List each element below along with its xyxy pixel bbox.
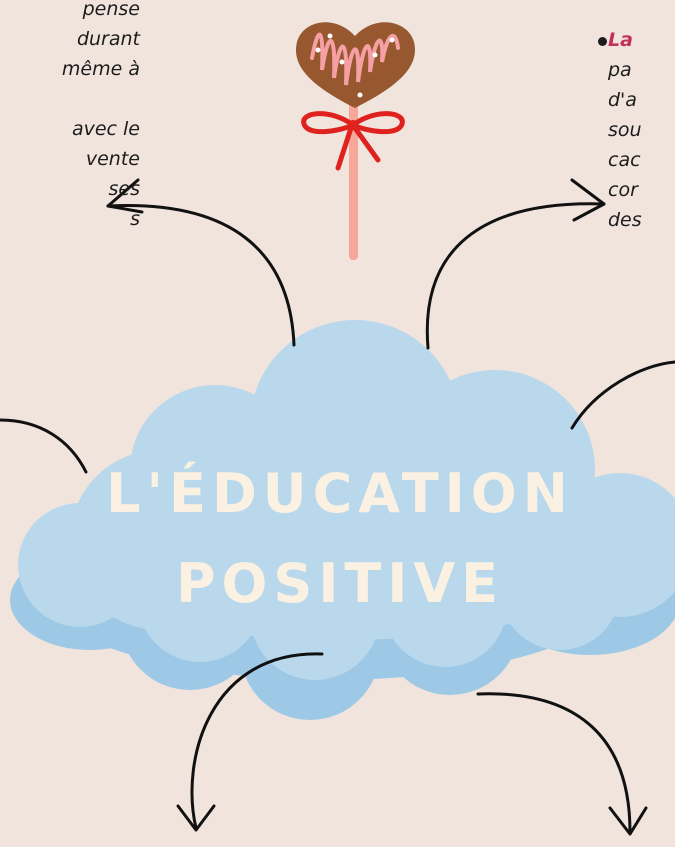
bullet-dot	[598, 37, 607, 46]
left-text-line: ses	[108, 178, 141, 200]
right-text-line: sou	[608, 119, 642, 141]
lollipop-icing	[310, 32, 400, 86]
central-cloud	[18, 320, 675, 680]
right-text-line: cac	[608, 149, 641, 171]
arrowhead-top-left	[106, 178, 144, 214]
lollipop-stick	[349, 100, 358, 260]
right-text-line: d'a	[608, 89, 637, 111]
arrowhead-top-right	[570, 178, 606, 222]
right-text-block: La pa d'a sou cac cor des	[608, 25, 675, 235]
line-left	[0, 418, 88, 474]
arrow-top-right	[425, 202, 606, 350]
arrow-bottom-right	[476, 692, 632, 834]
left-text-line: avec le	[71, 118, 140, 140]
title-line-2: POSITIVE	[175, 552, 505, 615]
right-text-line: pa	[608, 59, 632, 81]
arrowhead-bottom-left	[176, 804, 216, 832]
ribbon-bow-icon	[301, 111, 405, 171]
left-text-line: pense	[82, 0, 140, 20]
left-text-line: même à	[61, 58, 140, 80]
left-text-block: pense durant même à avec le vente ses s	[0, 0, 140, 234]
right-text-line: cor	[608, 179, 638, 201]
line-right	[570, 360, 675, 430]
title-line-1: L'ÉDUCATION	[106, 462, 574, 525]
left-text-line: s	[130, 208, 140, 230]
arrow-bottom-left	[190, 652, 324, 830]
right-text-heading: La	[608, 29, 633, 51]
right-text-line: des	[608, 209, 642, 231]
arrow-top-left	[106, 204, 296, 347]
left-text-line: durant	[76, 28, 140, 50]
left-text-line: vente	[85, 148, 140, 170]
lollipop-heart-icon	[295, 22, 415, 108]
arrowhead-bottom-right	[608, 806, 648, 836]
